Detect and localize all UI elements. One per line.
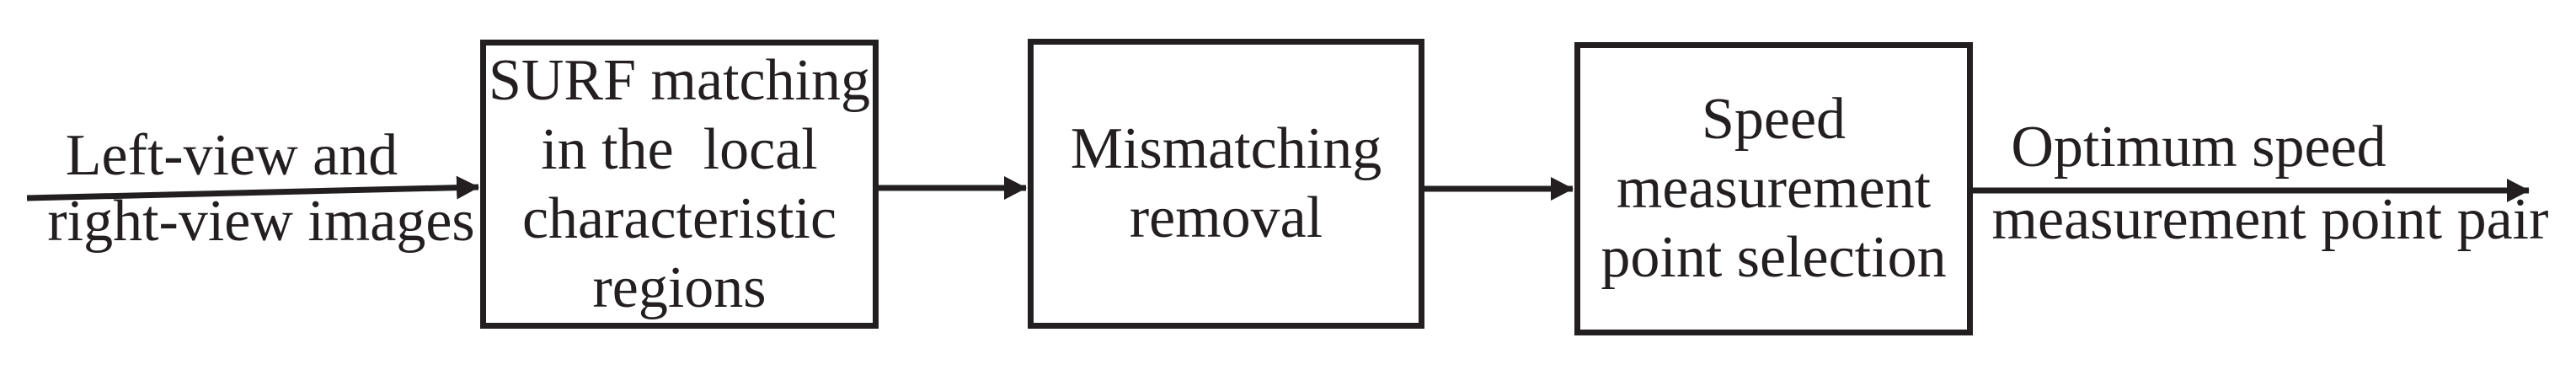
- output-label-line-1: Optimum speed: [2011, 115, 2386, 180]
- input-label-line-2: right-view images: [47, 189, 475, 254]
- box-text-line: removal: [1129, 185, 1323, 250]
- box-text-line: point selection: [1601, 225, 1947, 290]
- box-text-line: measurement: [1616, 156, 1932, 221]
- input-arrow: [26, 175, 479, 201]
- process-box-mismatching-removal: Mismatching removal: [1028, 39, 1424, 329]
- box-text-line: SURF matching: [488, 47, 871, 113]
- box-text-line: in the local: [541, 116, 818, 182]
- box-text-line: Mismatching: [1070, 116, 1382, 181]
- box-text-line: Speed: [1701, 87, 1846, 152]
- output-label-line-2: measurement point pair: [1991, 187, 2549, 252]
- input-label-line-1: Left-view and: [65, 123, 398, 188]
- process-box-speed-point-selection: Speed measurement point selection: [1574, 42, 1973, 335]
- box-text-line: characteristic: [521, 185, 837, 251]
- process-box-surf-matching: SURF matching in the local characteristi…: [480, 40, 879, 329]
- box-text-line: regions: [592, 255, 767, 320]
